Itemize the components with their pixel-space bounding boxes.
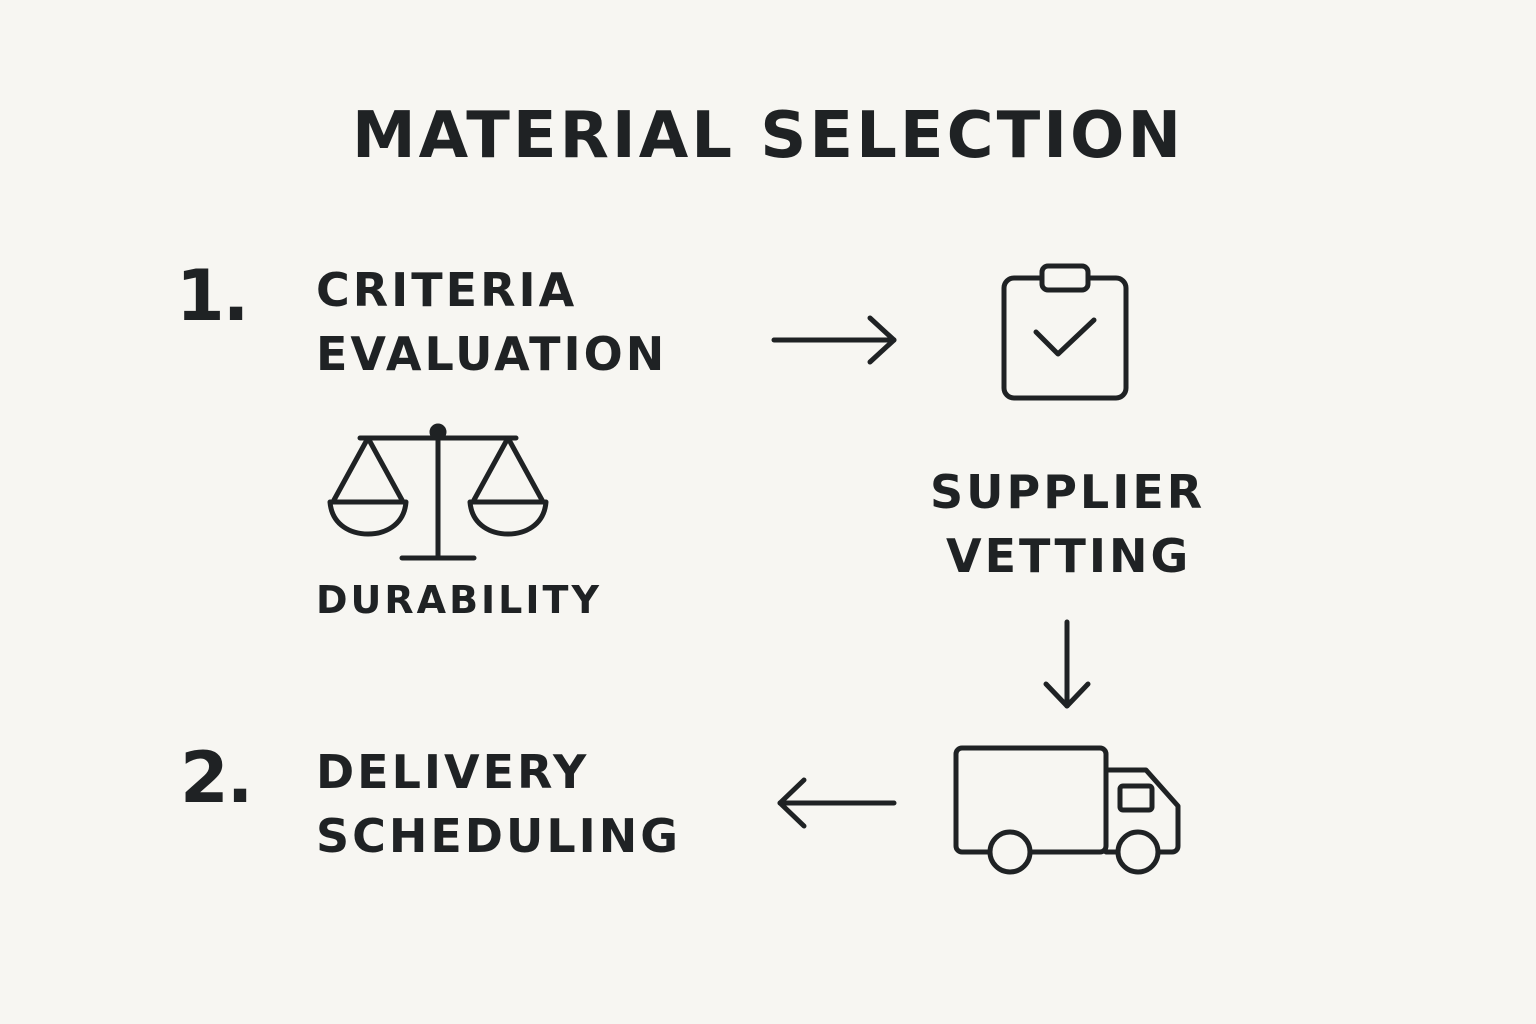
step-1-label-line2: EVALUATION [316,327,668,381]
clipboard-check-icon [1001,263,1129,401]
supplier-vetting-label: SUPPLIER VETTING [930,460,1205,588]
durability-label: DURABILITY [316,578,602,622]
arrow-down-icon [1043,619,1091,709]
supplier-vetting-line2: VETTING [946,529,1192,583]
step-2-label: DELIVERY SCHEDULING [316,740,681,868]
step-2-label-line1: DELIVERY [316,745,590,799]
step-1-number: 1. [176,255,249,337]
diagram-title: MATERIAL SELECTION [351,99,1185,173]
step-2-label-line2: SCHEDULING [316,809,682,863]
arrow-right-icon [771,315,897,365]
supplier-vetting-line1: SUPPLIER [930,465,1206,519]
step-1-label-line1: CRITERIA [316,263,578,317]
step-2-number: 2. [180,737,253,819]
arrow-left-icon [777,777,897,829]
scales-icon [327,423,549,561]
step-1-label: CRITERIA EVALUATION [316,258,667,386]
truck-icon [953,745,1181,875]
